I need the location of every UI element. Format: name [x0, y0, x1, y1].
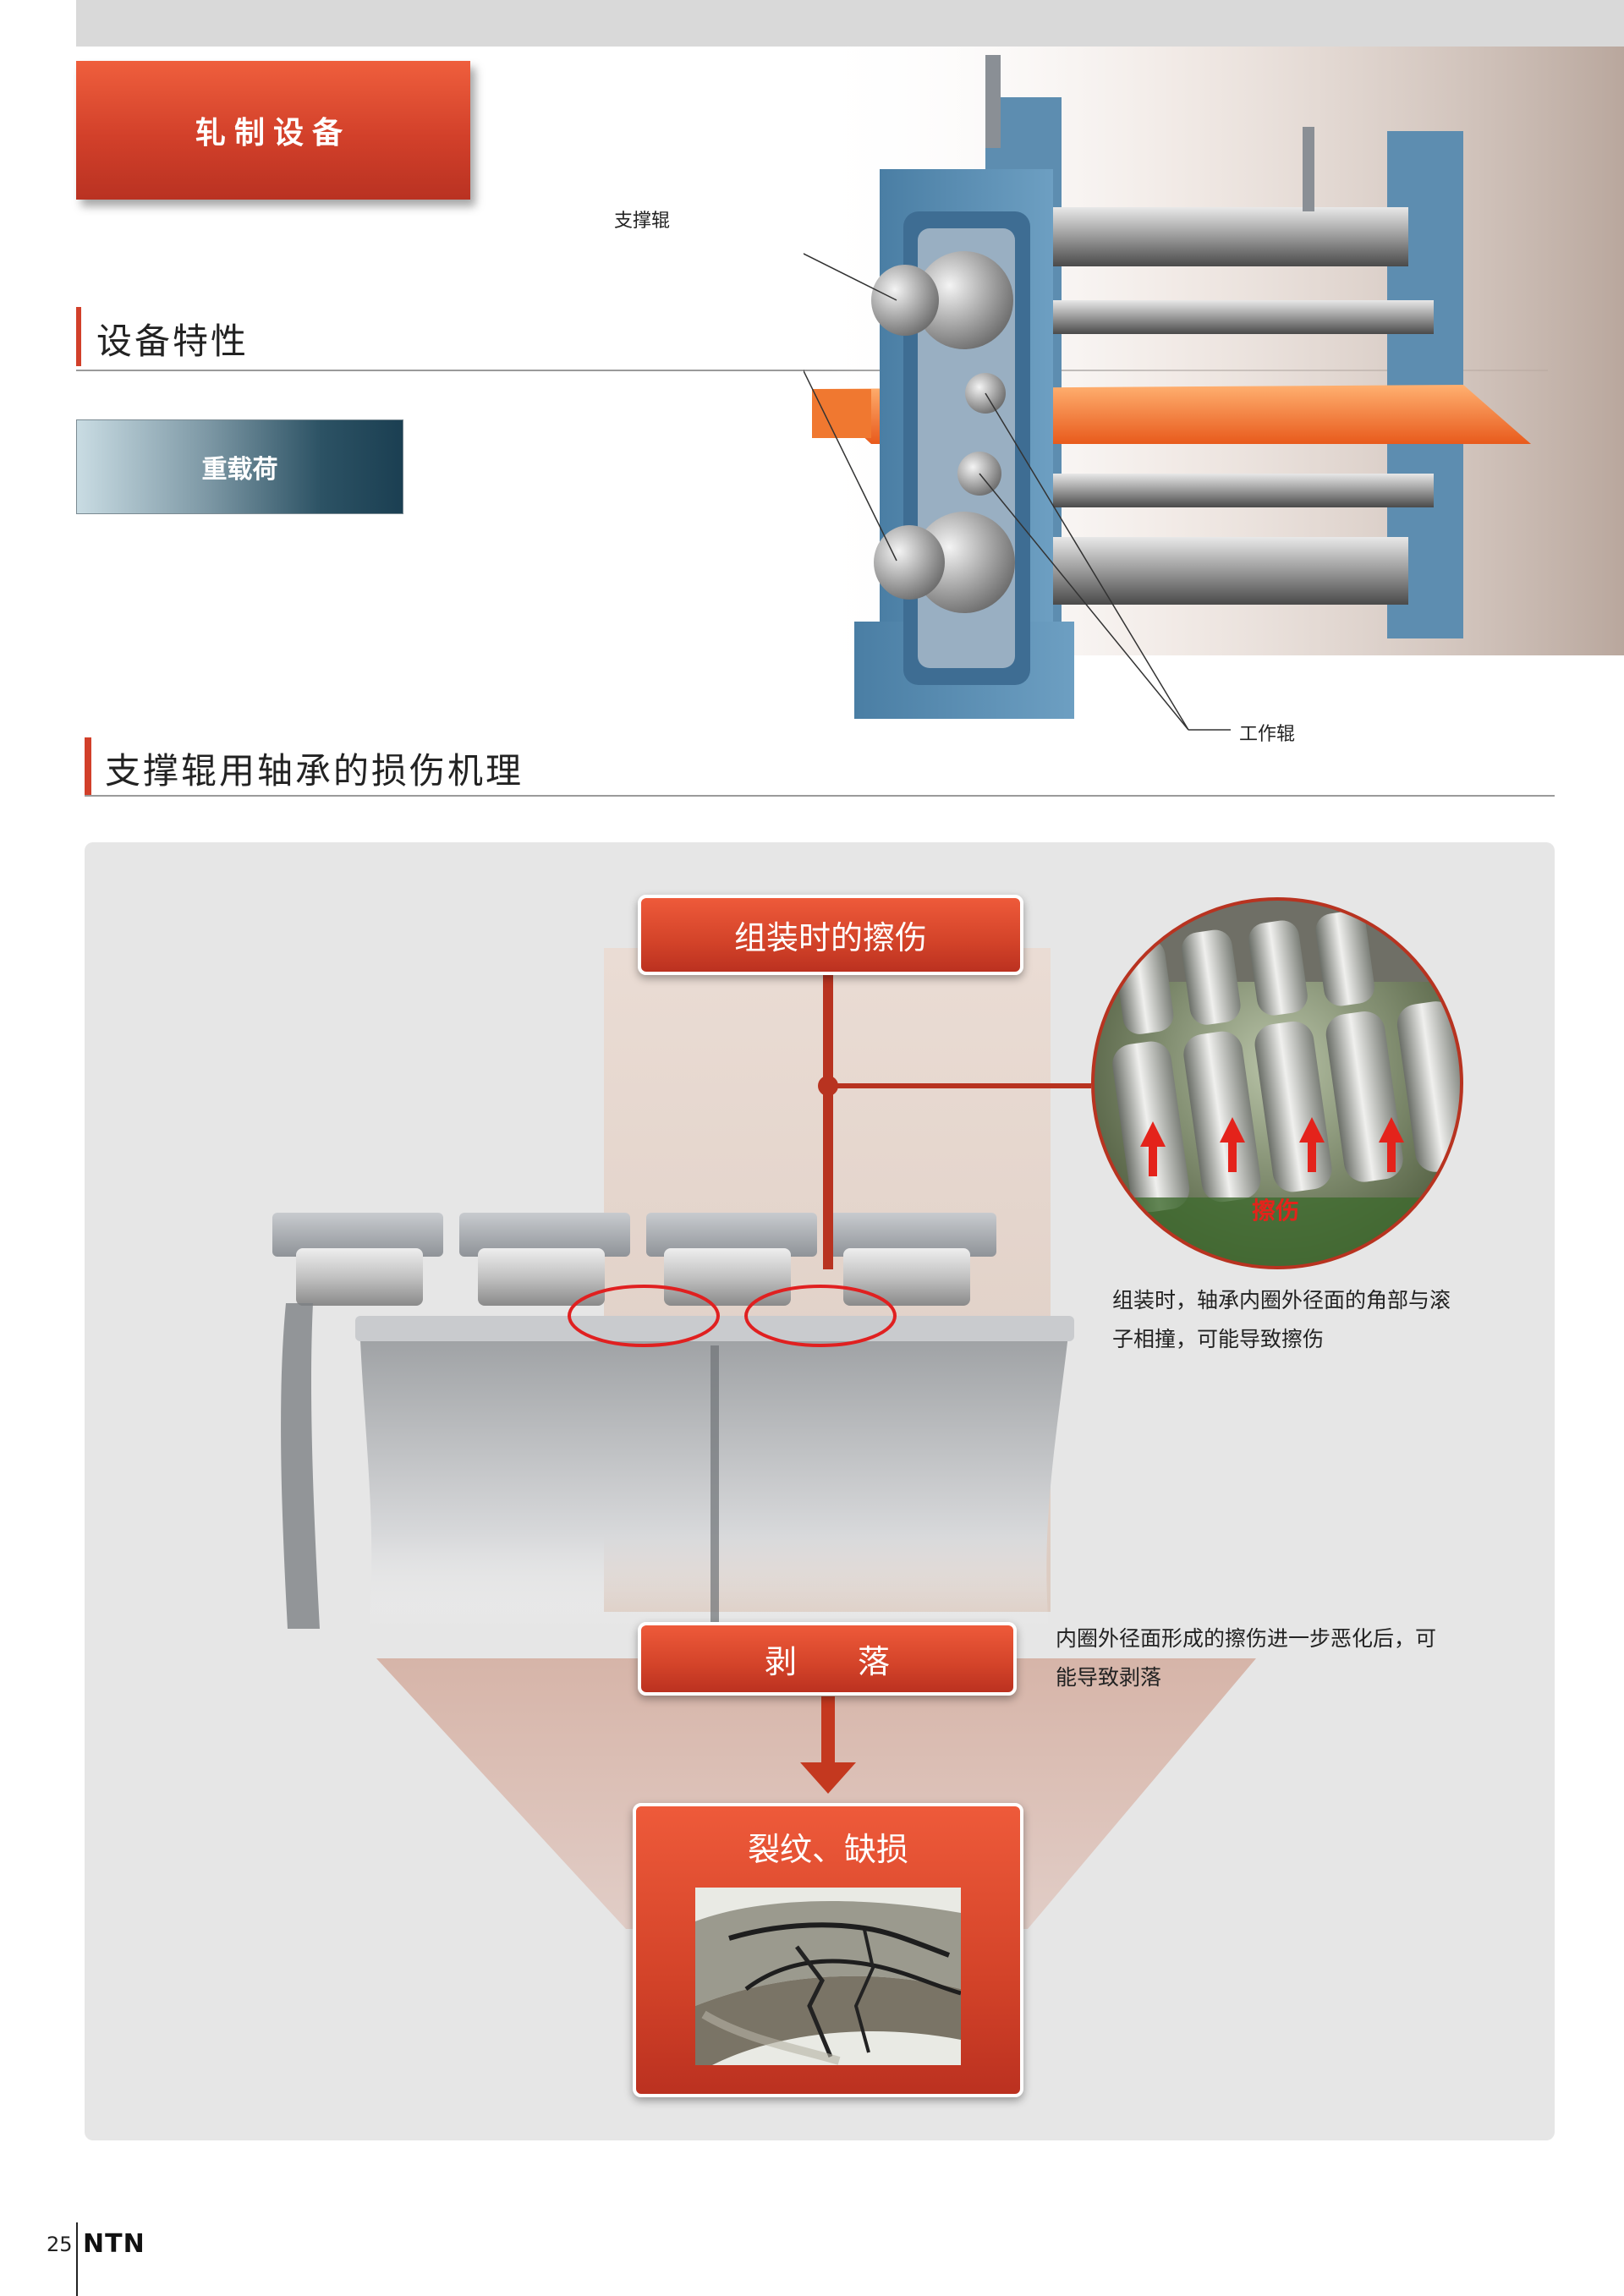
top-banner [76, 0, 1624, 47]
section-marker [76, 307, 81, 366]
page-number: 25 [47, 2233, 73, 2256]
rolling-mill-illustration [804, 47, 1624, 731]
note-flaking: 内圈外径面形成的擦伤进一步恶化后，可能导致剥落 [1056, 1626, 1437, 1690]
step-cracking-chipping: 裂纹、缺损 [633, 1803, 1023, 2097]
feature-tag-heavy-load: 重载荷 [76, 419, 403, 514]
category-label: 轧制设备 [76, 61, 470, 200]
label-backup-roll: 支撑辊 [614, 211, 671, 232]
section-divider [85, 795, 1555, 797]
step-flaking: 剥 落 [638, 1622, 1017, 1696]
step-assembly-scratch: 组装时的擦伤 [638, 895, 1023, 975]
label-work-roll: 工作辊 [1239, 724, 1296, 745]
photo-label-scratch: 擦伤 [1252, 1197, 1300, 1225]
footer-divider [76, 2222, 78, 2296]
bearing-damage-diagram [272, 897, 1463, 1929]
step-cracking-label: 裂纹、缺损 [747, 1831, 908, 1868]
section-title-features: 设备特性 [96, 321, 250, 362]
cracked-bearing-photo [695, 1888, 961, 2065]
section-marker [85, 737, 91, 797]
brand-logo: NTN [83, 2229, 145, 2259]
section-title-damage-mechanism: 支撑辊用轴承的损伤机理 [105, 750, 524, 792]
note-assembly-scratch: 组装时，轴承内圈外径面的角部与滚子相撞，可能导致擦伤 [1112, 1288, 1451, 1351]
